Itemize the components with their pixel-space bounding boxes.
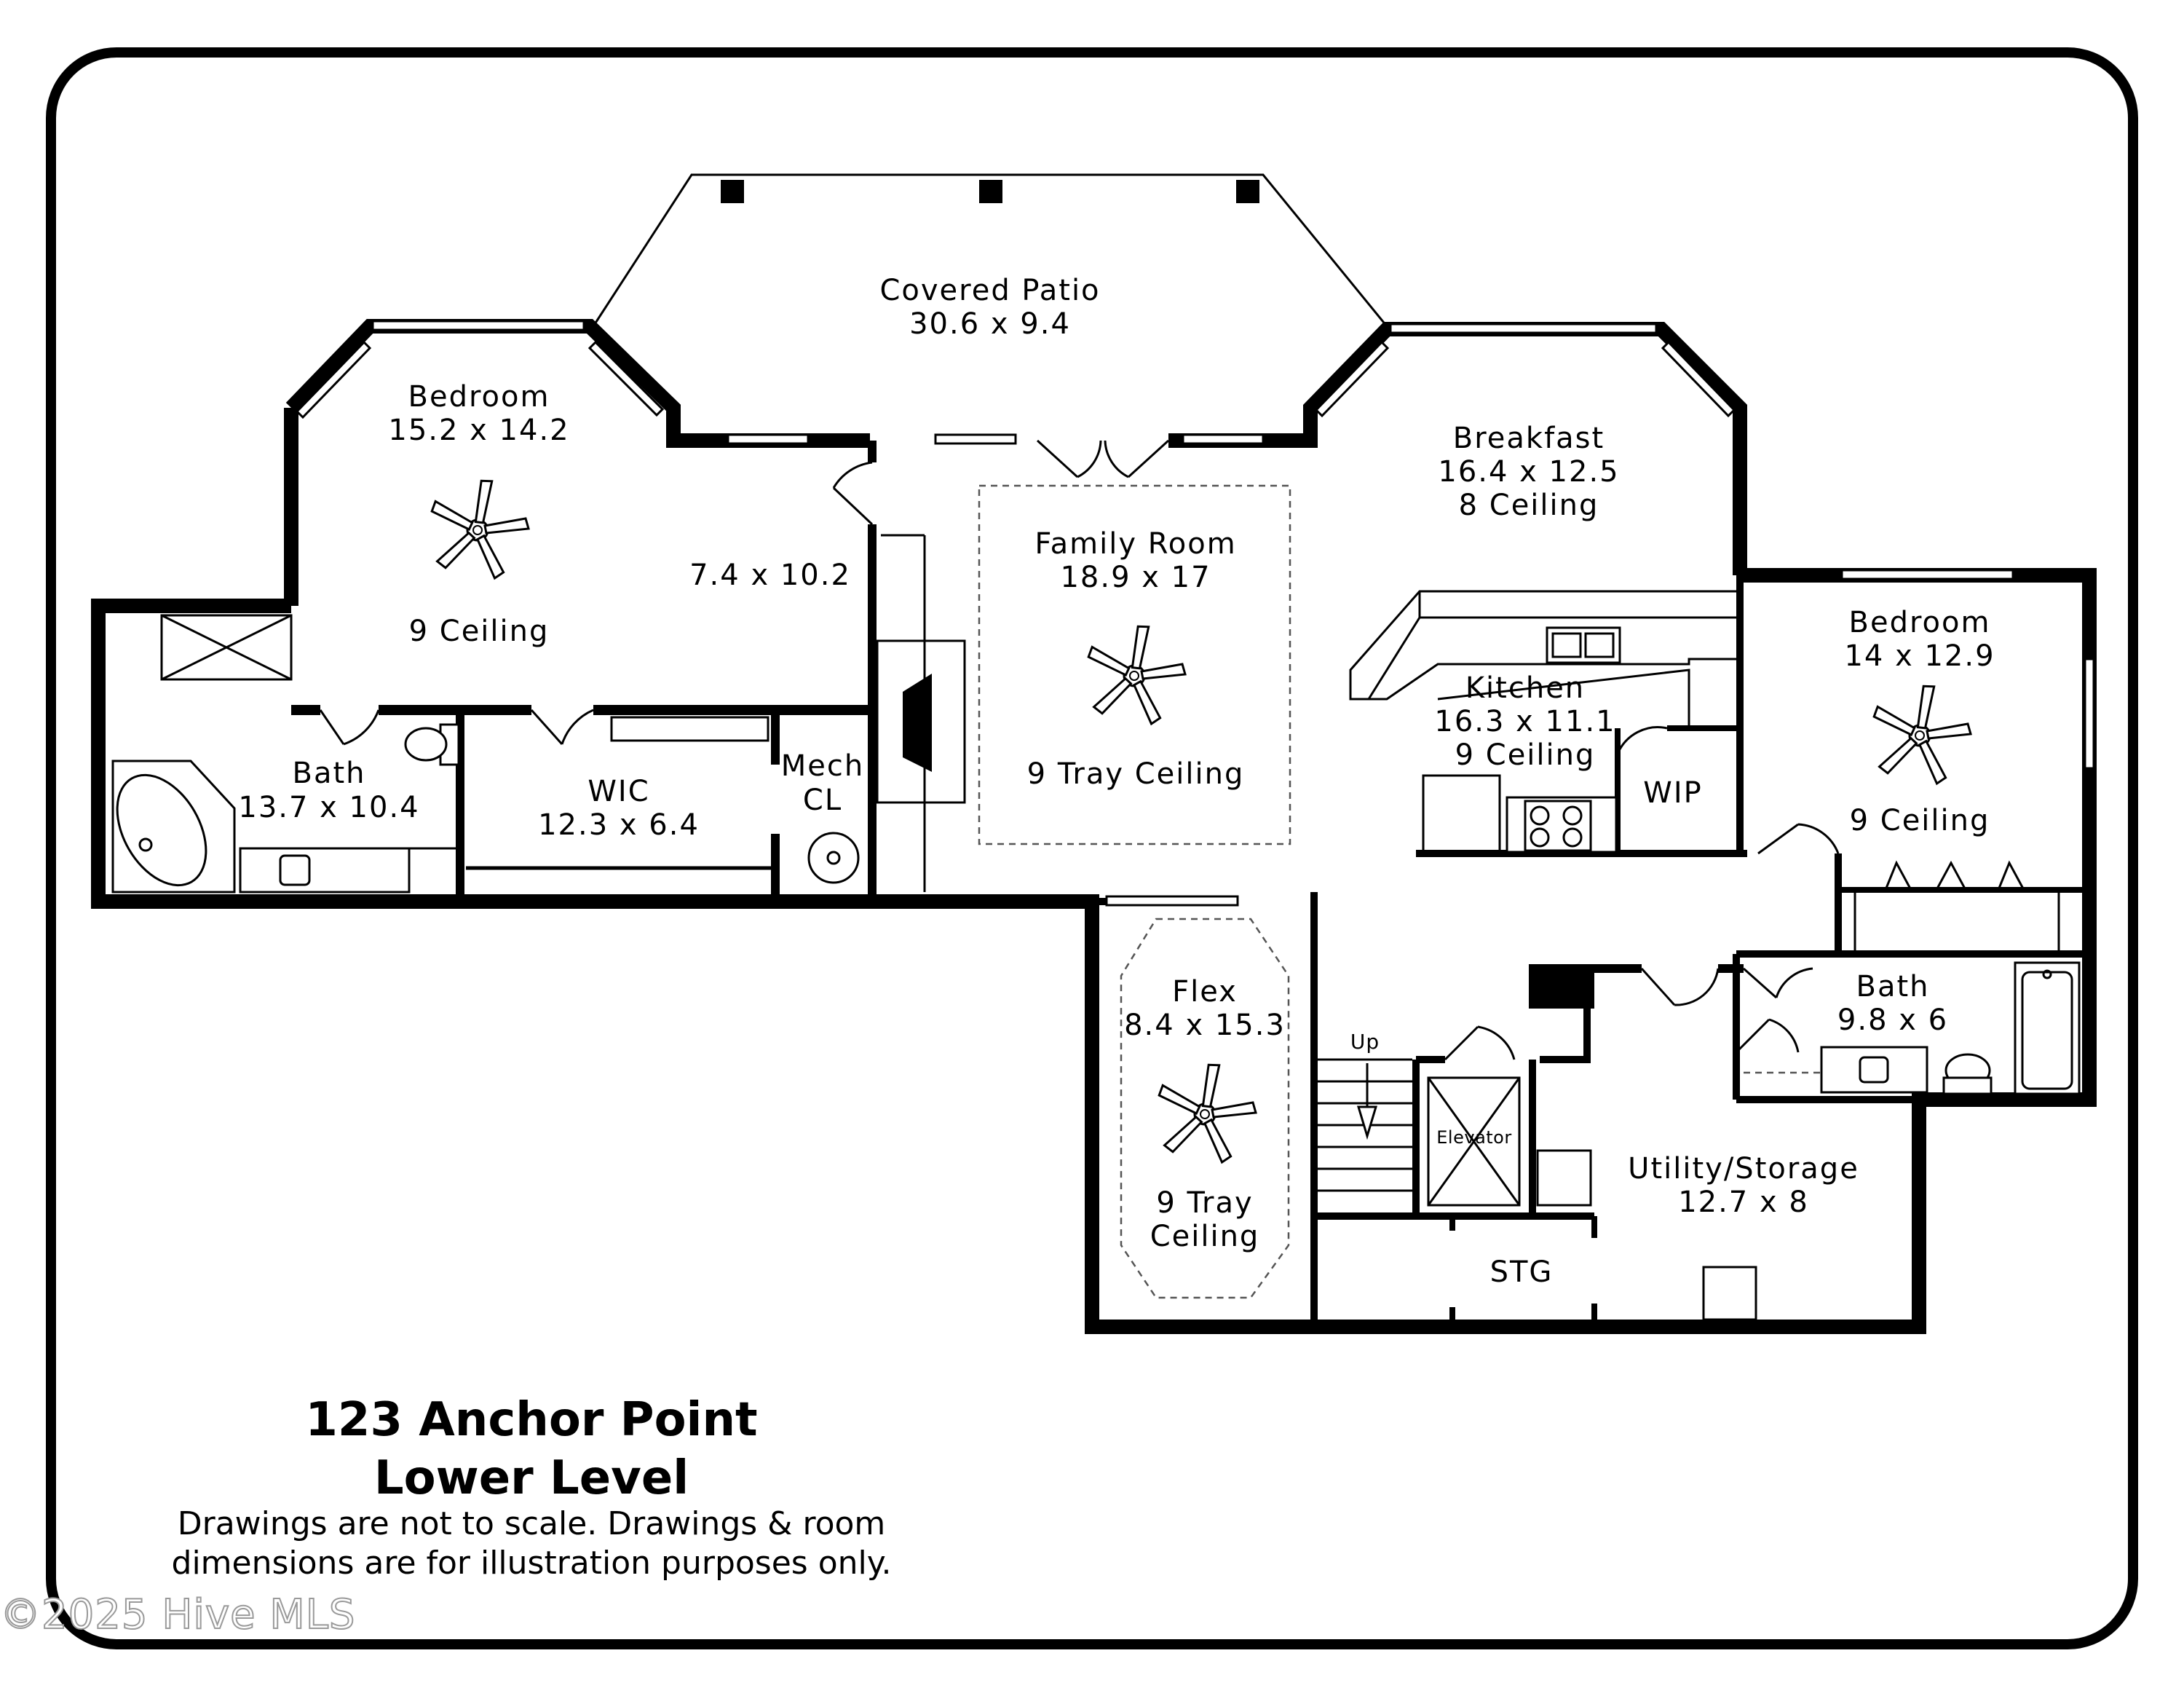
wip-name: WIP [1643,776,1702,810]
closet-1-dims: 7.4 x 10.2 [689,559,851,592]
ceiling-fan-icon [1870,682,1972,786]
wic-dims: 12.3 x 6.4 [538,808,700,842]
breakfast-ceiling: 8 Ceiling [1459,489,1599,522]
family-room-dims: 18.9 x 17 [1060,561,1211,594]
copyright-watermark: ©2025 Hive MLS [0,1590,356,1639]
ceiling-fan-icon [428,476,530,581]
elevator-label: Elevator [1436,1127,1511,1148]
bathtub-icon [111,760,236,894]
exterior-walls [91,319,2097,1334]
bath-1-dims: 13.7 x 10.4 [238,791,419,824]
breakfast-name: Breakfast [1453,422,1605,455]
family-room-ceiling: 9 Tray Ceiling [1027,757,1245,791]
covered-patio-outline [592,173,1388,327]
kitchen-ceiling: 9 Ceiling [1455,738,1596,772]
flex-ceiling-line-2: Ceiling [1150,1220,1260,1253]
stg-name: STG [1490,1255,1554,1289]
fixtures [111,534,2081,1321]
kitchen-name: Kitchen [1465,671,1585,705]
windows [295,320,2095,907]
bedroom-2-ceiling: 9 Ceiling [1850,804,1990,837]
sink-icon [1546,626,1621,664]
page-frame [46,47,2138,1649]
family-room-name: Family Room [1034,527,1236,561]
doors [319,439,2025,1061]
bedroom-1-name: Bedroom [408,380,550,414]
cooktop-icon [1524,800,1592,852]
room-labels: Covered Patio 30.6 x 9.4 Bedroom 15.2 x … [238,274,1995,1289]
ceiling-fan-icon [1155,1060,1257,1165]
address-title: 123 Anchor Point [305,1393,758,1447]
covered-patio-name: Covered Patio [879,274,1100,307]
stairs [1318,1058,1412,1192]
breakfast-dims: 16.4 x 12.5 [1438,455,1619,489]
flex-dims: 8.4 x 15.3 [1124,1009,1286,1042]
flex-ceiling-line-1: 9 Tray [1156,1186,1253,1220]
bath-2-dims: 9.8 x 6 [1837,1003,1948,1037]
mech-line-1: Mech [781,749,864,783]
flex-name: Flex [1172,975,1238,1009]
bedroom-1-ceiling: 9 Ceiling [409,615,550,648]
utility-dims: 12.7 x 8 [1678,1186,1809,1219]
bedroom-2-dims: 14 x 12.9 [1844,639,1995,673]
bedroom-2-name: Bedroom [1849,606,1991,639]
fireplace-icon [876,534,966,892]
bath-2-name: Bath [1856,970,1930,1003]
disclaimer-line-1: Drawings are not to scale. Drawings & ro… [177,1505,886,1542]
kitchen-dims: 16.3 x 11.1 [1434,705,1615,738]
disclaimer-line-2: dimensions are for illustration purposes… [171,1545,892,1582]
flex-tray-ceiling [1120,918,1290,1299]
ceiling-fan-icon [1085,622,1187,727]
mech-line-2: CL [803,784,842,817]
stairs-up-label: Up [1350,1030,1380,1054]
utility-name: Utility/Storage [1628,1152,1859,1186]
covered-patio-dims: 30.6 x 9.4 [909,307,1071,341]
wic-name: WIC [587,775,649,808]
bath-1-name: Bath [293,757,366,790]
bedroom-1-dims: 15.2 x 14.2 [388,414,569,447]
family-room-tray-ceiling [978,484,1291,845]
toilet-icon [404,723,460,766]
level-title: Lower Level [373,1451,689,1505]
